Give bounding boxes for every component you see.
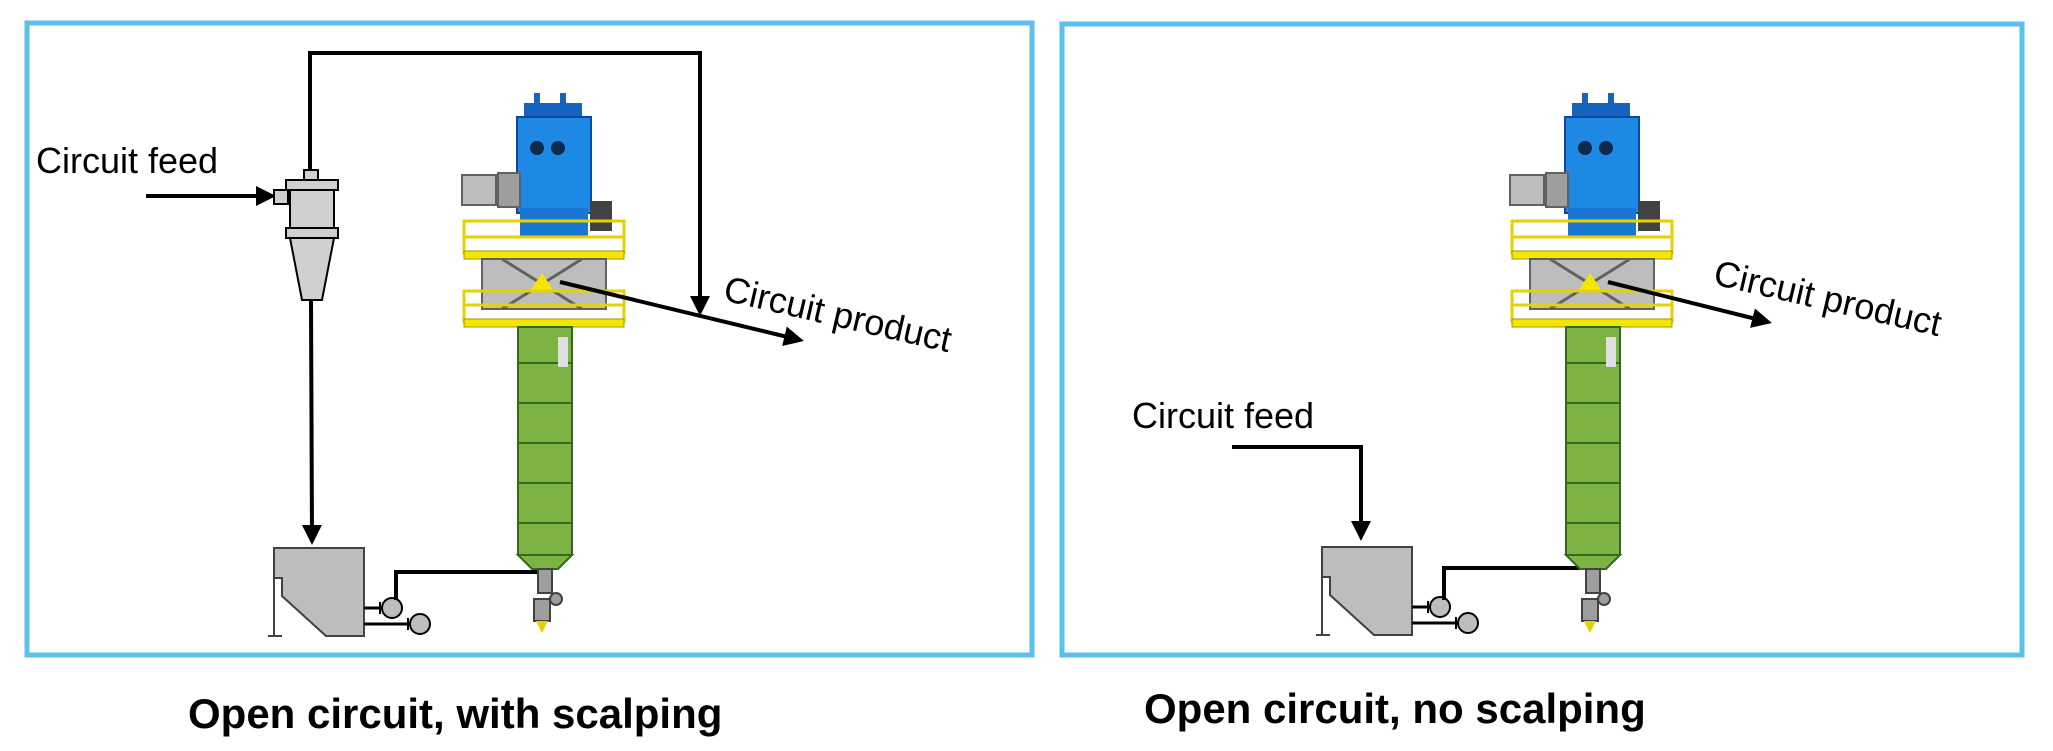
panel-with-scalping: Circuit feed Circuit product [24, 20, 1035, 658]
circuit-feed-label-right: Circuit feed [1132, 395, 1314, 436]
circuit-feed-arrow-right [1232, 445, 1371, 541]
circuit-feed-label-left: Circuit feed [36, 140, 218, 181]
scalping-underflow-line [301, 299, 322, 545]
circuit-product-arrow-right [1607, 280, 1772, 328]
scalping-overflow-line [308, 51, 710, 316]
hydrocyclone-icon [273, 169, 339, 301]
caption-with-scalping: Open circuit, with scalping [188, 690, 722, 737]
panel-frame-right [1059, 21, 2025, 658]
circuit-product-arrow-left [559, 280, 804, 346]
caption-no-scalping: Open circuit, no scalping [1144, 685, 1646, 732]
panel-no-scalping: Circuit feed Circuit product [1059, 21, 2025, 658]
